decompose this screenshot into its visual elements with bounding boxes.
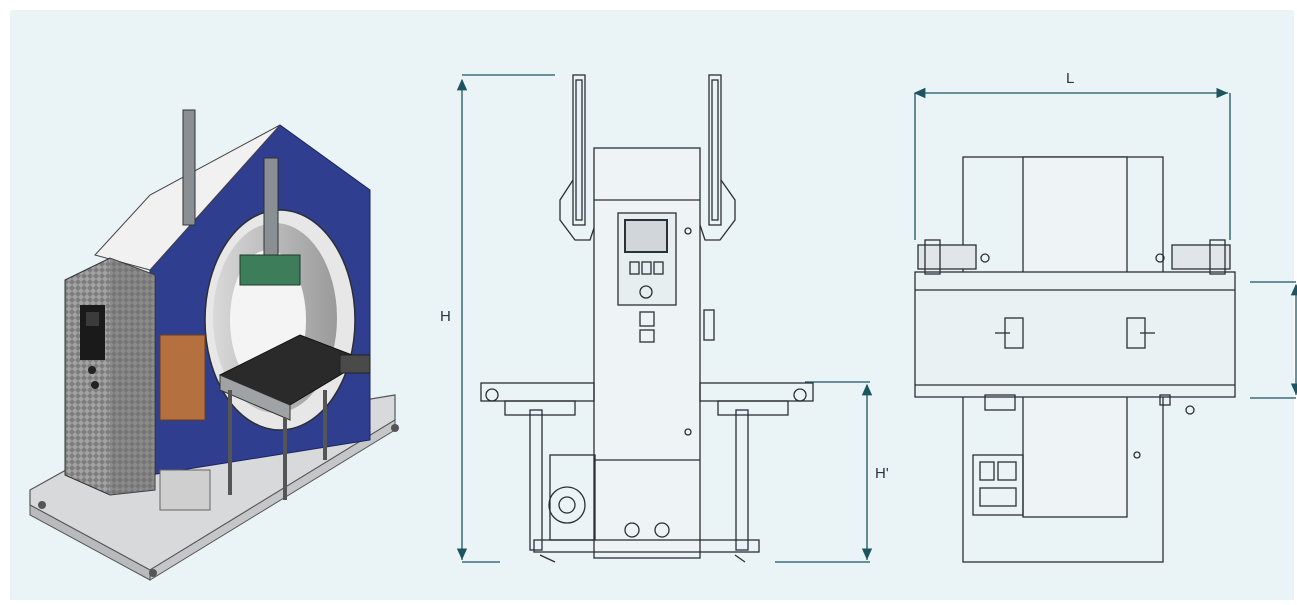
dimension-h-label: H [440,308,451,325]
hmi-screen [624,219,668,253]
left-conveyor [480,382,595,402]
isometric-view [29,109,399,581]
motor-left [917,244,977,270]
front-elevation-view [456,74,873,563]
mast-left [182,109,196,226]
drive-assembly [549,454,596,541]
dimension-l-label: L [1066,70,1075,87]
motor-right [1171,244,1231,270]
main-column [593,147,701,559]
right-conveyor [699,382,814,402]
front-mast-left [572,74,586,226]
top-plan-view [913,87,1297,563]
plan-conveyor [914,271,1236,398]
copper-panel [159,334,206,421]
electrical-box [972,454,1024,516]
front-mast-right [708,74,722,226]
dimension-h-prime-label: H' [875,465,889,482]
